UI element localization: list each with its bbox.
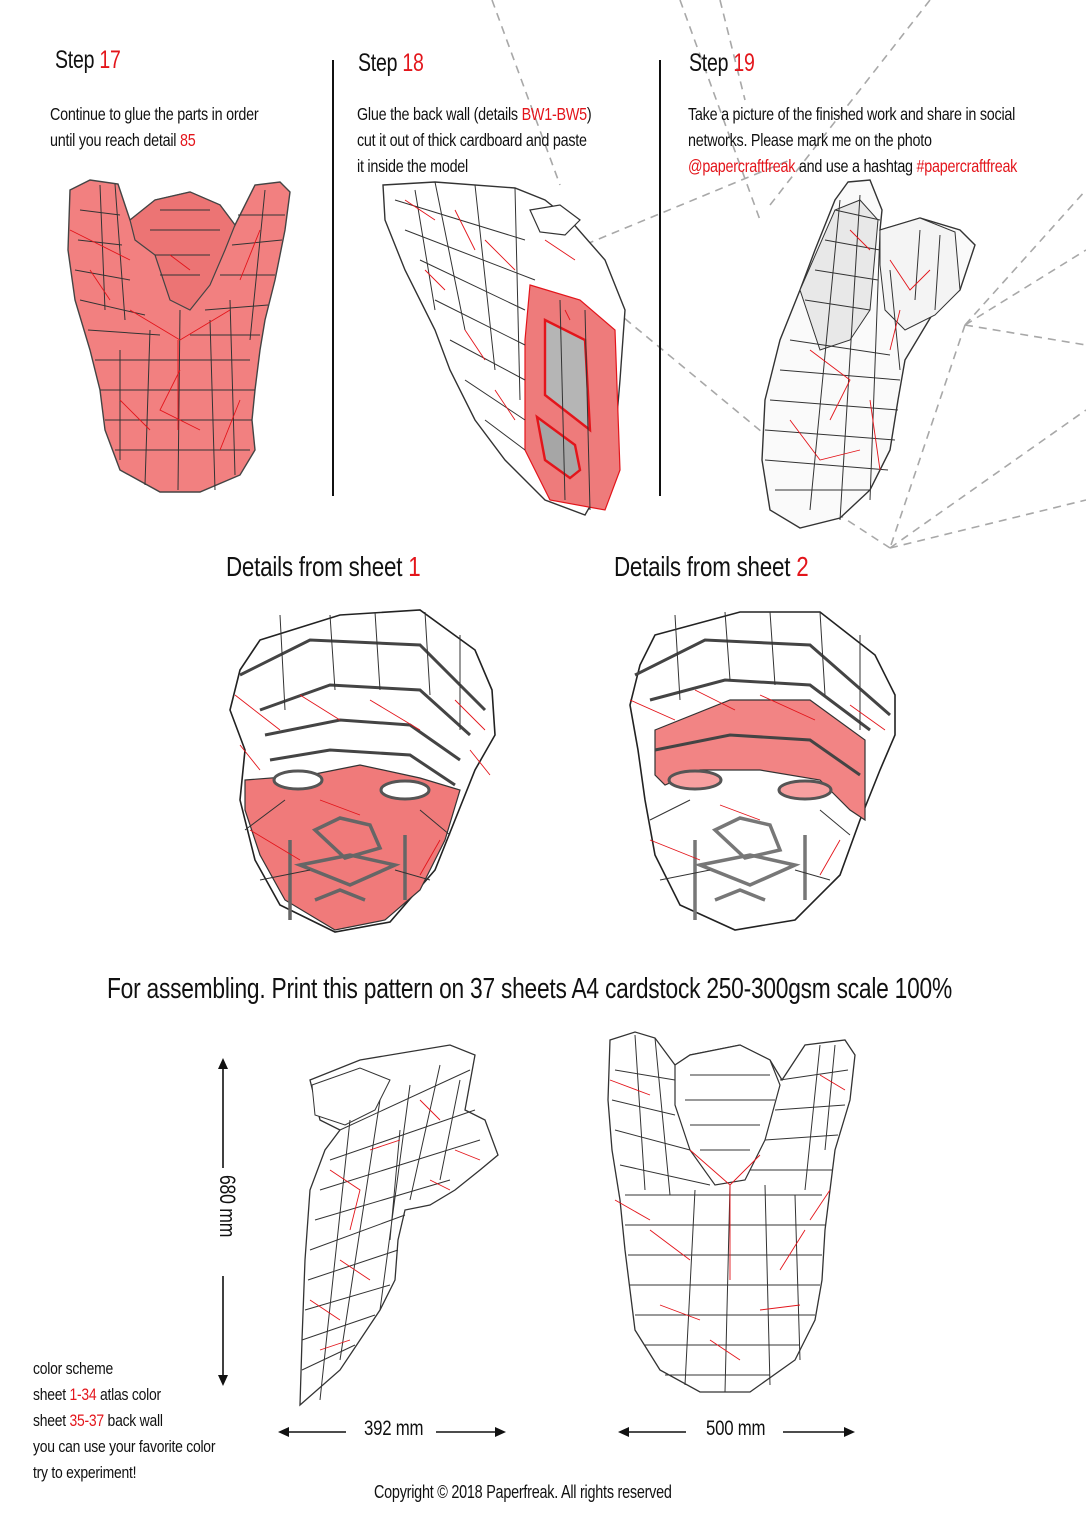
left-arrow-icon	[618, 1427, 686, 1437]
step-label: Step	[55, 46, 95, 74]
step-divider-1	[332, 60, 334, 496]
step-label: Step	[689, 49, 729, 77]
detail-number: 85	[179, 130, 196, 150]
instruction-line: it inside the model	[357, 156, 468, 176]
step-number: 18	[402, 49, 424, 77]
step-18-instructions: Glue the back wall (details BW1-BW5) cut…	[357, 101, 592, 179]
legend-note: try to experiment!	[33, 1463, 137, 1482]
step-17-title: Step 17	[55, 46, 121, 75]
instruction-line: @papercraftfreak and use a hashtag #pape…	[688, 156, 1018, 176]
face-sheet-1-illustration	[229, 609, 496, 933]
right-arrow-icon	[436, 1427, 506, 1437]
finished-model-illustration	[761, 179, 976, 529]
step-label: Step	[358, 49, 398, 77]
front-width-dimension: 500 mm	[618, 1417, 868, 1447]
face-sheet-2-illustration	[629, 611, 896, 931]
left-arrow-icon	[278, 1427, 346, 1437]
height-dimension-arrow	[218, 1058, 228, 1386]
legend-row: sheet 1-34 atlas color	[33, 1385, 161, 1404]
sheet-range: 35-37	[69, 1411, 105, 1430]
sheet-2-title: Details from sheet 2	[614, 551, 809, 582]
instruction-line: cut it out of thick cardboard and paste	[357, 130, 587, 150]
step-17-instructions: Continue to glue the parts in order unti…	[50, 101, 259, 153]
legend-row: sheet 35-37 back wall	[33, 1411, 163, 1430]
assembled-side-view-illustration	[299, 1044, 499, 1407]
social-handle-link[interactable]: @papercraftfreak	[688, 156, 796, 176]
sheet-number: 2	[796, 551, 809, 582]
legend-title: color scheme	[33, 1359, 113, 1378]
instruction-line: Take a picture of the finished work and …	[688, 104, 1016, 124]
right-arrow-icon	[783, 1427, 855, 1437]
step-number: 19	[733, 49, 755, 77]
side-width-label: 392 mm	[364, 1417, 424, 1440]
instruction-line: Continue to glue the parts in order	[50, 104, 259, 124]
front-width-label: 500 mm	[706, 1417, 766, 1440]
hashtag-link[interactable]: #papercraftfreak	[916, 156, 1018, 176]
instruction-line: networks. Please mark me on the photo	[688, 130, 932, 150]
sheet-range: 1-34	[69, 1385, 97, 1404]
step-number: 17	[99, 46, 121, 74]
step-18-title: Step 18	[358, 49, 424, 78]
sheet-1-title: Details from sheet 1	[226, 551, 421, 582]
legend-note: you can use your favorite color	[33, 1437, 216, 1456]
height-dimension-label-wrap: 680 mm	[196, 1175, 251, 1265]
sheet-number: 1	[408, 551, 421, 582]
model-back-wall-illustration	[382, 181, 626, 516]
model-front-red-illustration	[67, 179, 291, 493]
copyright-footer: Copyright © 2018 Paperfreak. All rights …	[374, 1482, 672, 1502]
detail-range: BW1-BW5	[521, 104, 587, 124]
step-19-instructions: Take a picture of the finished work and …	[688, 101, 1017, 179]
step-divider-2	[659, 60, 661, 496]
instruction-line: until you reach detail 85	[50, 130, 196, 150]
assembled-front-view-illustration	[607, 1031, 856, 1393]
side-width-dimension: 392 mm	[278, 1417, 518, 1447]
instruction-line: Glue the back wall (details BW1-BW5)	[357, 104, 592, 124]
height-dimension-label: 680 mm	[215, 1175, 240, 1238]
print-instructions-banner: For assembling. Print this pattern on 37…	[107, 973, 952, 1005]
color-scheme-legend: color scheme sheet 1-34 atlas color shee…	[33, 1356, 215, 1486]
step-19-title: Step 19	[689, 49, 755, 78]
